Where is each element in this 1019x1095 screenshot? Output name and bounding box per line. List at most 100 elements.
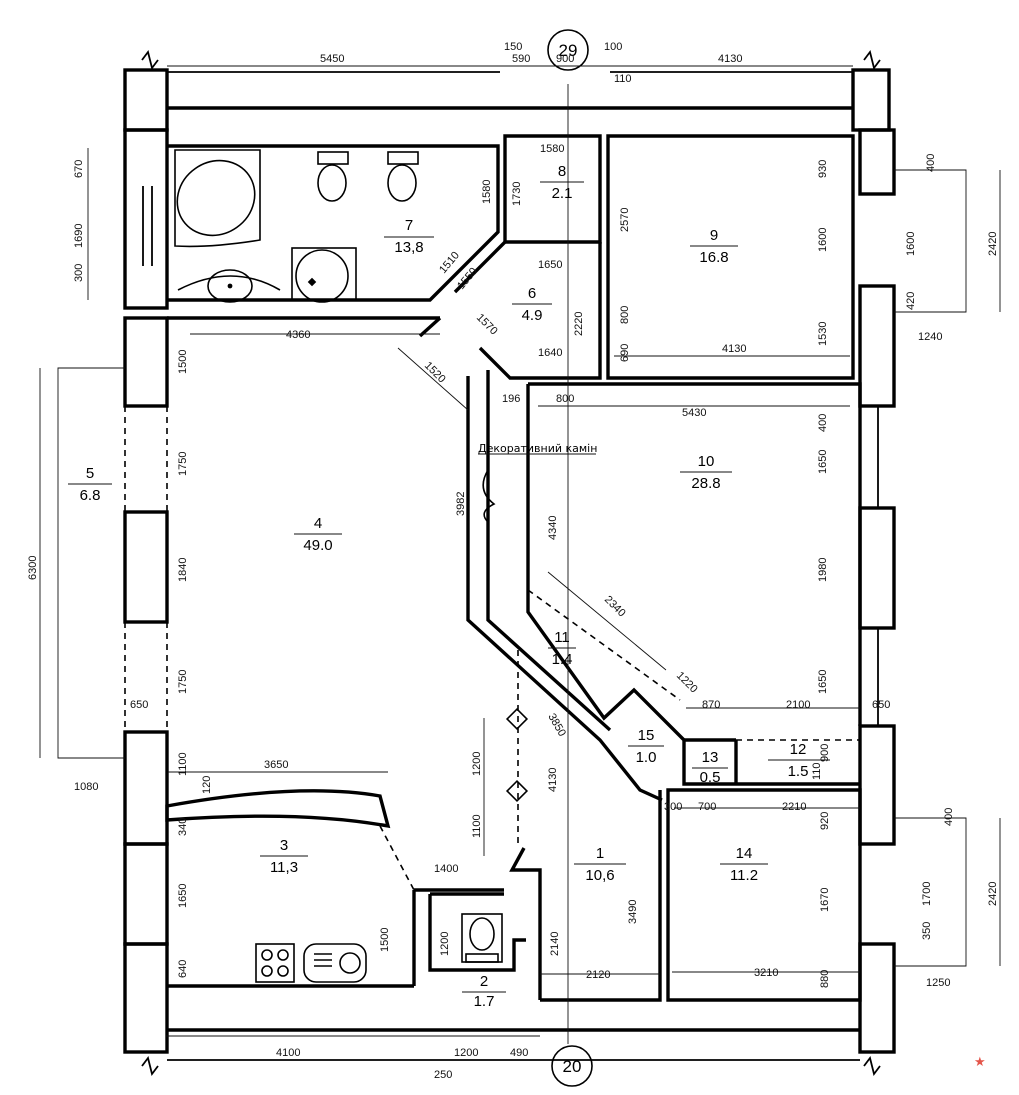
dim-label: 110 <box>811 762 823 780</box>
svg-text:10,6: 10,6 <box>585 867 614 884</box>
dim-label: 6300 <box>27 556 39 580</box>
dim-label: 4340 <box>547 516 559 540</box>
dim-label: 1240 <box>918 331 942 343</box>
svg-text:4: 4 <box>314 515 322 532</box>
svg-text:5: 5 <box>86 465 94 482</box>
dim-label: 4130 <box>547 768 559 792</box>
svg-text:1: 1 <box>596 845 604 862</box>
dim-label: 880 <box>819 970 831 988</box>
svg-text:10: 10 <box>698 453 715 470</box>
dim-label: 1730 <box>511 182 523 206</box>
dim-label: 1250 <box>926 977 950 989</box>
dim-label: 5430 <box>682 407 706 419</box>
svg-text:15: 15 <box>638 727 655 744</box>
dim-label: 400 <box>817 414 829 432</box>
dim-label: 350 <box>921 922 933 940</box>
dim-label: 5450 <box>320 53 344 65</box>
room-6-label: 6 4.9 <box>512 285 552 324</box>
svg-text:9: 9 <box>710 227 718 244</box>
dim-label: 590 <box>512 53 530 65</box>
svg-text:2: 2 <box>480 973 488 990</box>
room-2-label: 2 1.7 <box>462 973 506 1010</box>
dim-label: 3490 <box>627 900 639 924</box>
svg-text:1.7: 1.7 <box>474 993 495 1010</box>
dim-label: 1840 <box>177 558 189 582</box>
dim-label: 3210 <box>754 967 778 979</box>
dim-label: 1980 <box>817 558 829 582</box>
room-11-label: 11 1.4 <box>548 629 576 668</box>
svg-text:8: 8 <box>558 163 566 180</box>
balcony-right-bottom <box>894 817 967 967</box>
dim-label: 1530 <box>817 322 829 346</box>
dimension-labels: 5450 150 590 900 100 110 4130 670 1690 3… <box>27 41 999 1081</box>
svg-text:7: 7 <box>405 217 413 234</box>
dim-label: 1570 <box>474 312 500 338</box>
dim-label: 2120 <box>586 969 610 981</box>
dim-label: 900 <box>819 744 831 762</box>
dim-label: 2420 <box>987 882 999 906</box>
dim-label: 300 <box>664 801 682 813</box>
sink-icon <box>177 269 281 303</box>
room-8-label: 8 2.1 <box>540 163 584 202</box>
svg-text:13,8: 13,8 <box>394 239 423 256</box>
dim-label: 420 <box>905 292 917 310</box>
dim-label: 1200 <box>454 1047 478 1059</box>
dim-label: 340 <box>177 818 189 836</box>
axis-marker-top: 29 <box>547 29 589 71</box>
dim-label: 2570 <box>619 208 631 232</box>
dim-label: 700 <box>698 801 716 813</box>
dim-label: 1670 <box>819 888 831 912</box>
axis-marker-bottom: 20 <box>551 1045 593 1087</box>
dim-label: 2420 <box>987 232 999 256</box>
dim-label: 1650 <box>538 259 562 271</box>
interior-walls <box>165 134 862 1002</box>
dim-label: 1650 <box>817 670 829 694</box>
dim-label: 150 <box>504 41 522 53</box>
openings <box>124 241 860 891</box>
dim-label: 3650 <box>264 759 288 771</box>
dim-label: 3982 <box>455 492 467 516</box>
dim-label: 690 <box>619 344 631 362</box>
room-labels: 7 13,8 8 2.1 9 16.8 6 4.9 5 6.8 4 49.0 <box>68 163 830 1010</box>
svg-text:28.8: 28.8 <box>691 475 720 492</box>
dim-label: 400 <box>925 154 937 172</box>
dim-label: 250 <box>434 1069 452 1081</box>
dim-label: 1690 <box>73 224 85 248</box>
dim-label: 2340 <box>602 594 628 620</box>
dim-label: 1650 <box>817 450 829 474</box>
svg-text:13: 13 <box>702 749 719 766</box>
dim-label: 1750 <box>177 670 189 694</box>
dim-label: 1500 <box>379 928 391 952</box>
axis-bottom-label: 20 <box>563 1057 582 1076</box>
svg-text:49.0: 49.0 <box>303 537 332 554</box>
svg-text:1.5: 1.5 <box>788 763 809 780</box>
star-icon: ★ <box>974 1055 986 1070</box>
room-3-label: 3 11,3 <box>260 837 308 876</box>
exterior-walls <box>123 49 896 1077</box>
room-7-label: 7 13,8 <box>384 217 434 256</box>
toilet-right-icon <box>387 151 419 202</box>
dim-label: 2220 <box>573 312 585 336</box>
balcony-5 <box>57 367 125 759</box>
fireplace-annotation: Декоративний камін <box>478 442 597 455</box>
room-12-label: 12 1.5 <box>768 741 830 780</box>
dim-label: 490 <box>510 1047 528 1059</box>
balcony-right-top <box>894 169 967 313</box>
svg-text:3: 3 <box>280 837 288 854</box>
dim-label: 1220 <box>674 670 700 696</box>
svg-text:1.0: 1.0 <box>636 749 657 766</box>
room-5-label: 5 6.8 <box>68 465 112 504</box>
partition-diamonds <box>505 707 529 803</box>
dim-label: 800 <box>619 306 631 324</box>
svg-text:11.2: 11.2 <box>730 867 758 884</box>
kitchen-sink-icon <box>303 943 367 983</box>
dim-label: 120 <box>201 776 213 794</box>
dim-label: 2100 <box>786 699 810 711</box>
dim-label: 1500 <box>177 350 189 374</box>
dim-label: 100 <box>604 41 622 53</box>
svg-text:6: 6 <box>528 285 536 302</box>
dim-label: 900 <box>556 53 574 65</box>
dim-label: 4130 <box>718 53 742 65</box>
dim-label: 196 <box>502 393 520 405</box>
